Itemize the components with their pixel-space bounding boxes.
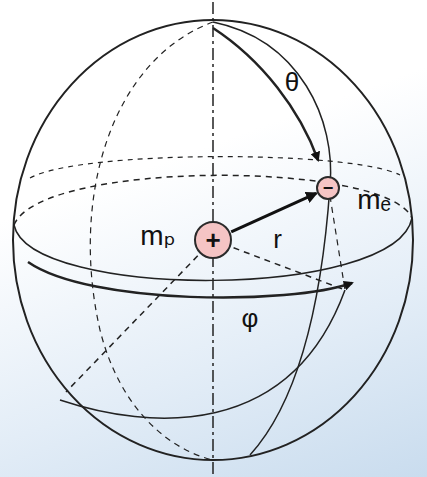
charge-sign: −	[323, 179, 334, 197]
edge-label: r	[273, 226, 282, 252]
mass-label: mₑ	[357, 186, 391, 214]
electron-circle: −	[316, 176, 340, 200]
proton-circle: +	[194, 221, 232, 259]
charge-sign: +	[205, 227, 220, 253]
mass-label: mₚ	[140, 222, 175, 250]
angle-label: θ	[285, 69, 299, 95]
angle-label: φ	[242, 305, 259, 331]
